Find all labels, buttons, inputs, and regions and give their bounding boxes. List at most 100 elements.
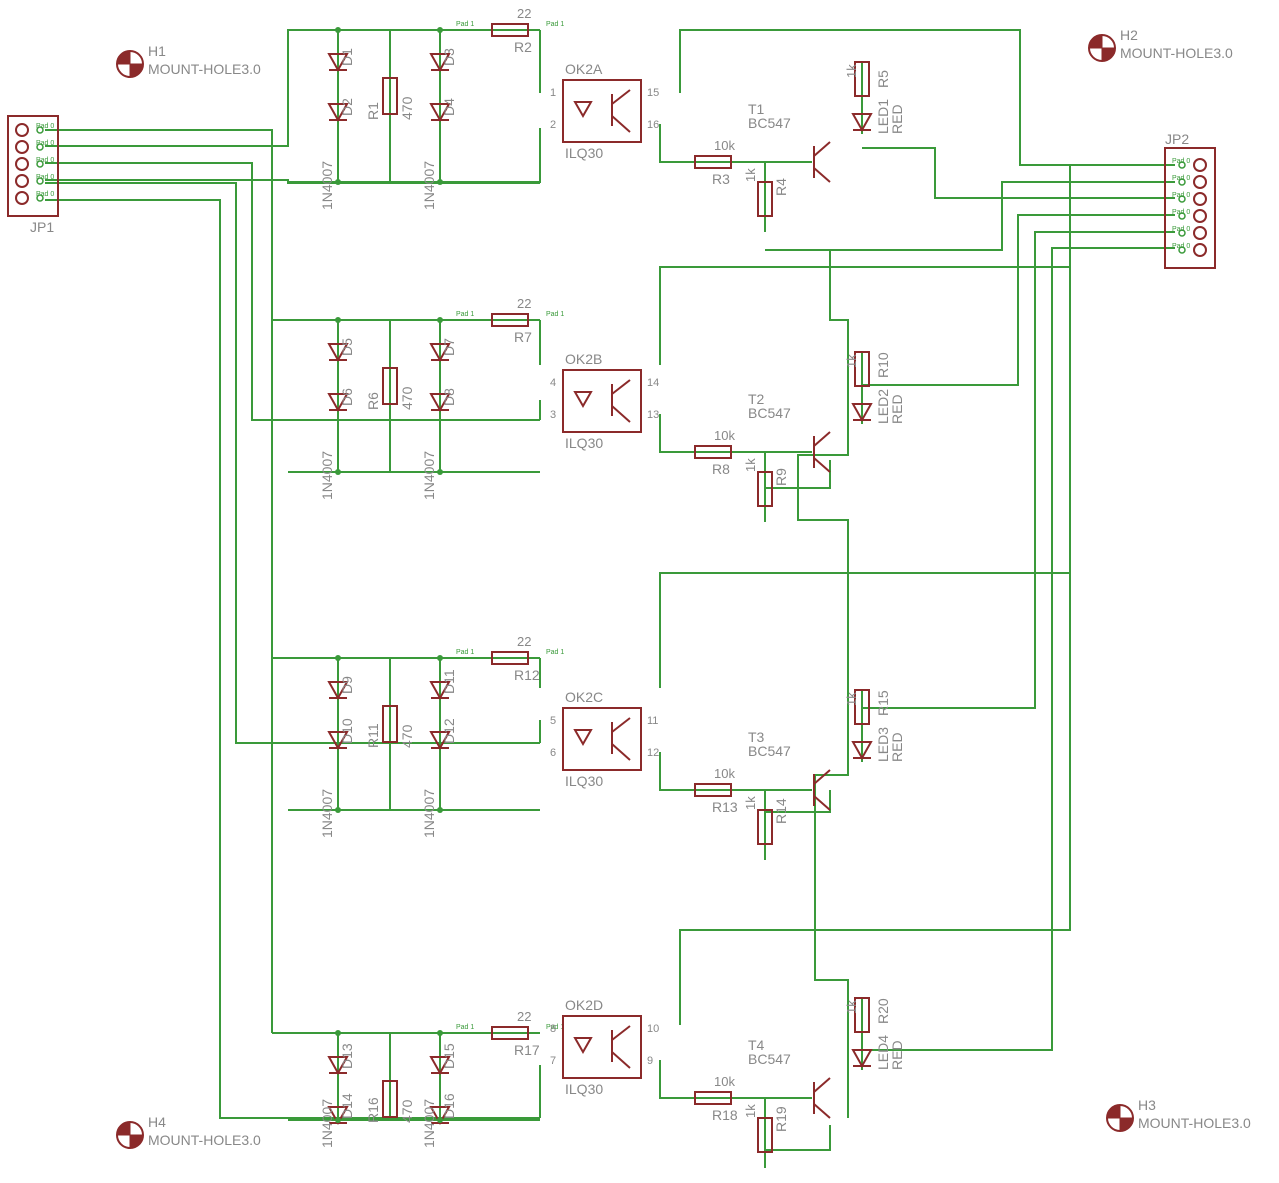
r1k-value: 1k [743, 168, 758, 182]
jp2-pin [1193, 226, 1207, 240]
r1k-body [757, 1117, 773, 1153]
diode-type: 1N4007 [421, 1099, 437, 1148]
junction [437, 1030, 443, 1036]
led-color: RED [889, 394, 905, 424]
junction [437, 27, 443, 33]
transistor-collector [813, 431, 831, 447]
r470-ref: R16 [365, 1097, 381, 1123]
junction [335, 179, 341, 185]
transistor-ref: T4 [748, 1037, 765, 1053]
transistor-emitter [813, 167, 831, 183]
opto-transistor [611, 379, 631, 395]
junction [335, 807, 341, 813]
r22-pad: Pad 1 [456, 649, 474, 656]
junction [335, 655, 341, 661]
junction [335, 317, 341, 323]
r1k-value: 1k [743, 796, 758, 810]
diode-type: 1N4007 [319, 789, 335, 838]
hole-ref: H4 [148, 1114, 166, 1130]
rled-value: 1k [844, 64, 859, 78]
r22-pad: Pad 1 [546, 649, 564, 656]
r1k-ref: R19 [773, 1106, 789, 1132]
jp1-pin [15, 157, 29, 171]
opto-transistor [611, 115, 631, 133]
diode-ref: D8 [441, 388, 457, 406]
jp1-pad-label: Pad 0 [36, 140, 54, 147]
r470-value: 470 [399, 96, 415, 120]
r10k-value: 10k [714, 138, 735, 153]
r22-body [491, 1026, 529, 1040]
led-color: RED [889, 732, 905, 762]
led-ref: LED1 [875, 99, 891, 134]
diode-type: 1N4007 [421, 161, 437, 210]
r22-value: 22 [517, 634, 531, 649]
junction [335, 1117, 341, 1123]
jp1-pad [36, 177, 44, 185]
r22-body [491, 23, 529, 37]
r22-pad: Pad 1 [546, 21, 564, 28]
r10k-body [694, 783, 732, 797]
rled-body [854, 351, 870, 387]
junction [437, 1117, 443, 1123]
diode-ref: D7 [441, 338, 457, 356]
rled-ref: R15 [875, 690, 891, 716]
led-color: RED [889, 104, 905, 134]
junction [335, 1030, 341, 1036]
opto-type: ILQ30 [565, 145, 603, 161]
jp1-pad-label: Pad 0 [36, 123, 54, 130]
r470-value: 470 [399, 1099, 415, 1123]
jp2-pin [1193, 158, 1207, 172]
junction [335, 469, 341, 475]
rled-body [854, 997, 870, 1033]
transistor-type: BC547 [748, 115, 791, 131]
junction [335, 27, 341, 33]
diode-type: 1N4007 [319, 161, 335, 210]
jp1-pin [15, 174, 29, 188]
r470-value: 470 [399, 386, 415, 410]
diode-type: 1N4007 [421, 789, 437, 838]
r1k-value: 1k [743, 458, 758, 472]
r22-ref: R2 [514, 39, 532, 55]
junction [437, 469, 443, 475]
rled-body [854, 689, 870, 725]
r22-pad: Pad 1 [456, 311, 474, 318]
diode-ref: D13 [339, 1043, 355, 1069]
r1k-body [757, 809, 773, 845]
optocoupler-body [562, 79, 642, 143]
opto-transistor [611, 717, 631, 733]
rled-value: 1k [844, 1000, 859, 1014]
hole-quadrant [129, 63, 144, 78]
jp2-pad [1178, 161, 1186, 169]
diode-ref: D11 [441, 669, 457, 694]
jp1-pad-label: Pad 0 [36, 191, 54, 198]
r22-pad: Pad 1 [546, 311, 564, 318]
opto-pin: 14 [647, 377, 659, 389]
r22-pad: Pad 1 [456, 21, 474, 28]
opto-transistor [611, 1051, 631, 1069]
diode-symbol [327, 53, 349, 73]
diode-type: 1N4007 [319, 451, 335, 500]
opto-ref: OK2C [565, 689, 603, 705]
transistor-type: BC547 [748, 743, 791, 759]
r10k-value: 10k [714, 428, 735, 443]
mount-holes: H1MOUNT-HOLE3.0H2MOUNT-HOLE3.0H3MOUNT-HO… [116, 27, 1251, 1149]
opto-type: ILQ30 [565, 435, 603, 451]
transistor-collector [813, 769, 831, 785]
opto-pin: 11 [647, 715, 658, 727]
opto-pin: 7 [550, 1055, 556, 1067]
diode-ref: D15 [441, 1043, 457, 1069]
diode-ref: D14 [339, 1093, 355, 1119]
r10k-ref: R13 [712, 799, 738, 815]
opto-led [573, 1037, 593, 1055]
optocoupler-body [562, 707, 642, 771]
junction [437, 655, 443, 661]
diode-ref: D6 [339, 388, 355, 406]
hole-type: MOUNT-HOLE3.0 [148, 1132, 261, 1148]
opto-pin: 6 [550, 747, 556, 759]
diode-symbol [327, 681, 349, 701]
jp2-pad-label: Pad 0 [1172, 209, 1190, 216]
diode-ref: D4 [441, 98, 457, 116]
jp2-pad [1178, 195, 1186, 203]
jp2-label: JP2 [1165, 131, 1189, 147]
